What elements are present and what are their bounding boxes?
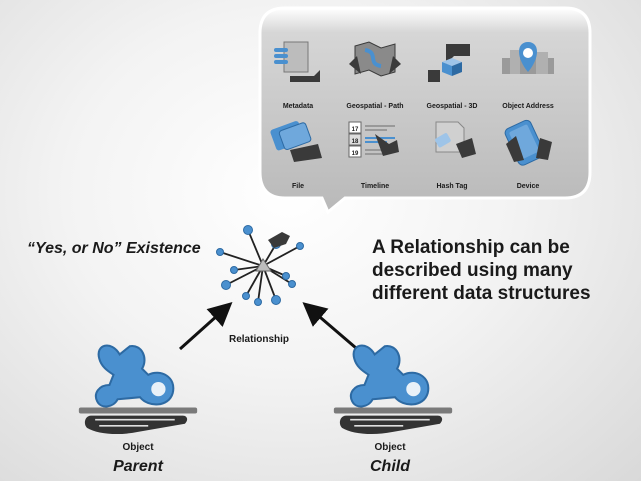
timeline-icon: 17 18 19 [348,121,399,158]
parent-object-name: Parent [113,458,163,475]
geospatial-path-icon [349,41,401,77]
tile-label: Geospatial - 3D [427,103,478,110]
child-object-name: Child [370,458,411,475]
network-link [257,265,264,303]
parent-object-icon [77,344,199,436]
parent-object-type: Object [122,442,154,453]
parent-arrow [178,301,233,351]
network-node [221,280,231,290]
svg-text:18: 18 [352,139,359,145]
description-line-1: A Relationship can be [372,237,570,258]
file-icon [270,121,322,162]
child-arrow [302,302,357,350]
description-line-3: different data structures [372,283,591,304]
speech-bubble [258,6,592,215]
hub-node [255,258,272,272]
tile-label: Object Address [502,103,554,110]
metadata-icon [274,41,320,82]
network-link [247,229,264,267]
description-line-2: described using many [372,260,573,281]
network-link [262,245,301,267]
network-node [288,280,296,288]
relationship-label: Relationship [229,334,289,345]
relationship-network [216,225,304,306]
pointing-hand-icon [268,232,290,248]
device-icon [504,119,552,166]
network-node [271,295,281,305]
network-link [262,265,277,301]
existence-label: “Yes, or No” Existence [27,240,201,257]
network-node [242,292,250,300]
network-node [296,242,304,250]
network-node [282,272,290,280]
child-object-type: Object [374,442,406,453]
data-structure-tiles: Metadata Geospatial - Path Geospatial - 3D… [270,41,554,190]
geospatial-3d-icon [428,44,470,82]
network-node [254,298,262,306]
tile-label: Geospatial - Path [346,103,403,110]
hash-tag-icon [435,121,476,158]
network-node [243,225,253,235]
network-node [216,248,224,256]
svg-text:19: 19 [352,151,359,157]
tile-label: File [292,183,304,190]
tile-label: Timeline [361,183,389,190]
network-node [230,266,238,274]
svg-text:17: 17 [352,127,359,133]
tile-label: Metadata [283,103,313,110]
object-address-icon [502,42,554,74]
network-link [219,251,264,267]
child-object-icon [332,344,454,436]
tile-label: Hash Tag [437,183,468,190]
tile-label: Device [517,183,540,190]
